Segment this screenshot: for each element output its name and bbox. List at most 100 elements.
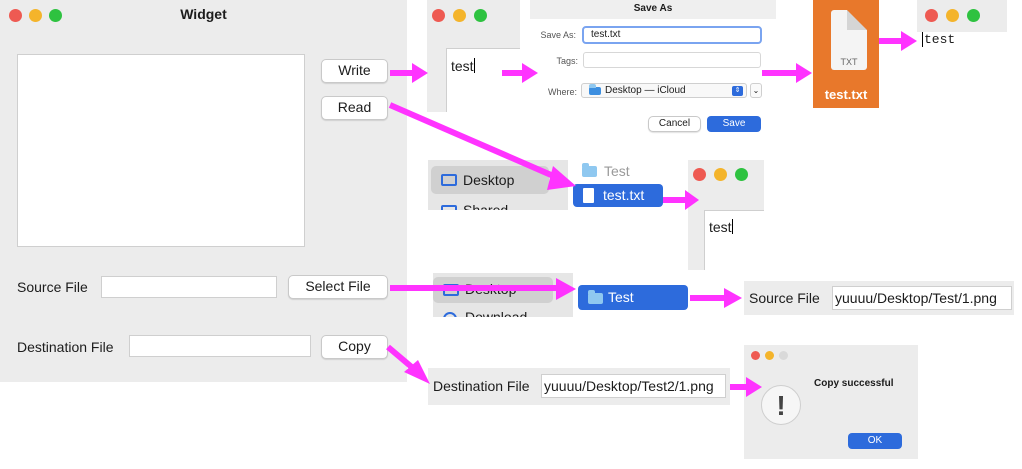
arrow-finder-to-source xyxy=(690,288,742,308)
folder-label: Test xyxy=(608,289,634,305)
result-text: test xyxy=(924,32,956,47)
read-button[interactable]: Read xyxy=(321,96,388,120)
arrow-read-to-finder xyxy=(388,102,560,181)
tags-label: Tags: xyxy=(556,56,578,66)
source-file-field[interactable]: yuuuu/Desktop/Test/1.png xyxy=(832,286,1012,310)
sidebar-label: Desktop xyxy=(463,172,515,188)
editor-text-area[interactable]: test xyxy=(446,48,520,112)
destination-file-value: yuuuu/Desktop/Test2/1.png xyxy=(544,378,714,394)
minimize-button[interactable] xyxy=(765,351,774,360)
select-file-button[interactable]: Select File xyxy=(288,275,388,299)
where-popup[interactable]: Desktop — iCloud ⇕ xyxy=(581,83,747,98)
alert-message: Copy successful xyxy=(814,378,894,389)
source-result-panel: Source File yuuuu/Desktop/Test/1.png xyxy=(744,281,1014,315)
arrow-file-to-result xyxy=(879,31,917,51)
sidebar-label: Shared xyxy=(463,202,509,210)
text-caret xyxy=(473,58,475,73)
result-window xyxy=(917,0,1007,32)
save-button[interactable]: Save xyxy=(707,116,761,132)
txt-badge: TXT xyxy=(840,57,858,67)
cancel-button[interactable]: Cancel xyxy=(648,116,701,132)
destination-file-label: Destination File xyxy=(17,339,114,355)
exclamation-icon: ! xyxy=(761,385,801,425)
widget-window: Widget Write Read Source File Select Fil… xyxy=(0,0,407,382)
alert-dialog: ! Copy successful OK xyxy=(744,345,918,459)
close-button[interactable] xyxy=(693,168,706,181)
arrow-finder-to-read-editor xyxy=(663,190,699,210)
folder-icon xyxy=(588,290,603,304)
editor-text: test xyxy=(709,219,732,235)
arrow-save-to-file xyxy=(762,63,812,83)
zoom-button[interactable] xyxy=(779,351,788,360)
file-name: test.txt xyxy=(824,87,868,102)
copy-button[interactable]: Copy xyxy=(321,335,388,359)
source-file-label: Source File xyxy=(749,290,820,306)
minimize-button[interactable] xyxy=(714,168,727,181)
finder-read-list: Test test.txt xyxy=(568,160,668,210)
dialog-title: Save As xyxy=(633,3,673,14)
file-label: test.txt xyxy=(603,187,645,203)
destination-file-field[interactable]: yuuuu/Desktop/Test2/1.png xyxy=(541,374,726,398)
desktop-icon xyxy=(441,174,457,186)
save-as-dialog: Save As Save As: test.txt Tags: Where: D… xyxy=(530,0,776,138)
ok-button[interactable]: OK xyxy=(848,433,902,449)
zoom-button[interactable] xyxy=(735,168,748,181)
minimize-button[interactable] xyxy=(453,9,466,22)
arrow-select-to-finder xyxy=(390,278,576,300)
minimize-button[interactable] xyxy=(29,9,42,22)
zoom-button[interactable] xyxy=(474,9,487,22)
where-label: Where: xyxy=(547,87,577,97)
close-button[interactable] xyxy=(9,9,22,22)
source-file-label: Source File xyxy=(17,279,88,295)
editor-text-area[interactable]: test xyxy=(704,210,764,270)
txt-file-tile[interactable]: TXT test.txt xyxy=(813,0,879,108)
list-item-selected-file[interactable]: test.txt xyxy=(573,184,663,207)
text-area[interactable] xyxy=(17,54,305,247)
destination-file-input[interactable] xyxy=(129,335,311,357)
folder-icon xyxy=(582,163,597,177)
text-file-icon xyxy=(583,188,594,203)
window-title: Widget xyxy=(180,6,227,22)
sidebar-item-shared[interactable]: Shared xyxy=(441,202,561,210)
sidebar-item-downloads[interactable]: Download xyxy=(443,309,573,317)
zoom-button[interactable] xyxy=(967,9,980,22)
document-icon: TXT xyxy=(831,10,867,70)
zoom-button[interactable] xyxy=(49,9,62,22)
folder-icon xyxy=(589,84,601,95)
list-item-folder[interactable]: Test xyxy=(604,163,630,179)
list-item-selected-folder[interactable]: Test xyxy=(578,285,688,310)
filename-field[interactable]: test.txt xyxy=(582,26,762,44)
sidebar-label: Download xyxy=(465,309,528,317)
close-button[interactable] xyxy=(432,9,445,22)
write-editor-window: test xyxy=(427,0,520,112)
shared-folder-icon xyxy=(441,205,457,210)
arrow-write-to-editor xyxy=(390,63,428,83)
source-file-input[interactable] xyxy=(101,276,277,298)
dialog-title-bar xyxy=(530,0,776,19)
close-button[interactable] xyxy=(751,351,760,360)
popup-stepper-icon: ⇕ xyxy=(732,86,743,96)
minimize-button[interactable] xyxy=(946,9,959,22)
arrow-editor-to-save xyxy=(502,63,538,83)
filename-text: test.txt xyxy=(591,29,621,40)
text-caret xyxy=(922,32,923,47)
editor-text: test xyxy=(451,58,474,74)
save-as-label: Save As: xyxy=(540,30,576,40)
arrow-copy-to-destination xyxy=(386,344,416,372)
location-text: Desktop — iCloud xyxy=(605,85,686,96)
read-editor-window: test xyxy=(688,160,764,270)
close-button[interactable] xyxy=(925,9,938,22)
source-file-value: yuuuu/Desktop/Test/1.png xyxy=(835,290,997,306)
tags-field[interactable] xyxy=(583,52,761,68)
arrow-dest-to-alert xyxy=(730,377,762,397)
finder-read-sidebar: Desktop Shared xyxy=(428,160,568,210)
expand-button[interactable]: ⌄ xyxy=(750,83,762,98)
destination-result-panel: Destination File yuuuu/Desktop/Test2/1.p… xyxy=(428,368,730,405)
result-text-area[interactable]: test xyxy=(917,32,1007,50)
finder-select-list: Test xyxy=(573,273,688,317)
sidebar-item-desktop[interactable]: Desktop xyxy=(431,166,549,194)
write-button[interactable]: Write xyxy=(321,59,388,83)
destination-file-label: Destination File xyxy=(433,378,530,394)
download-icon xyxy=(443,312,457,317)
